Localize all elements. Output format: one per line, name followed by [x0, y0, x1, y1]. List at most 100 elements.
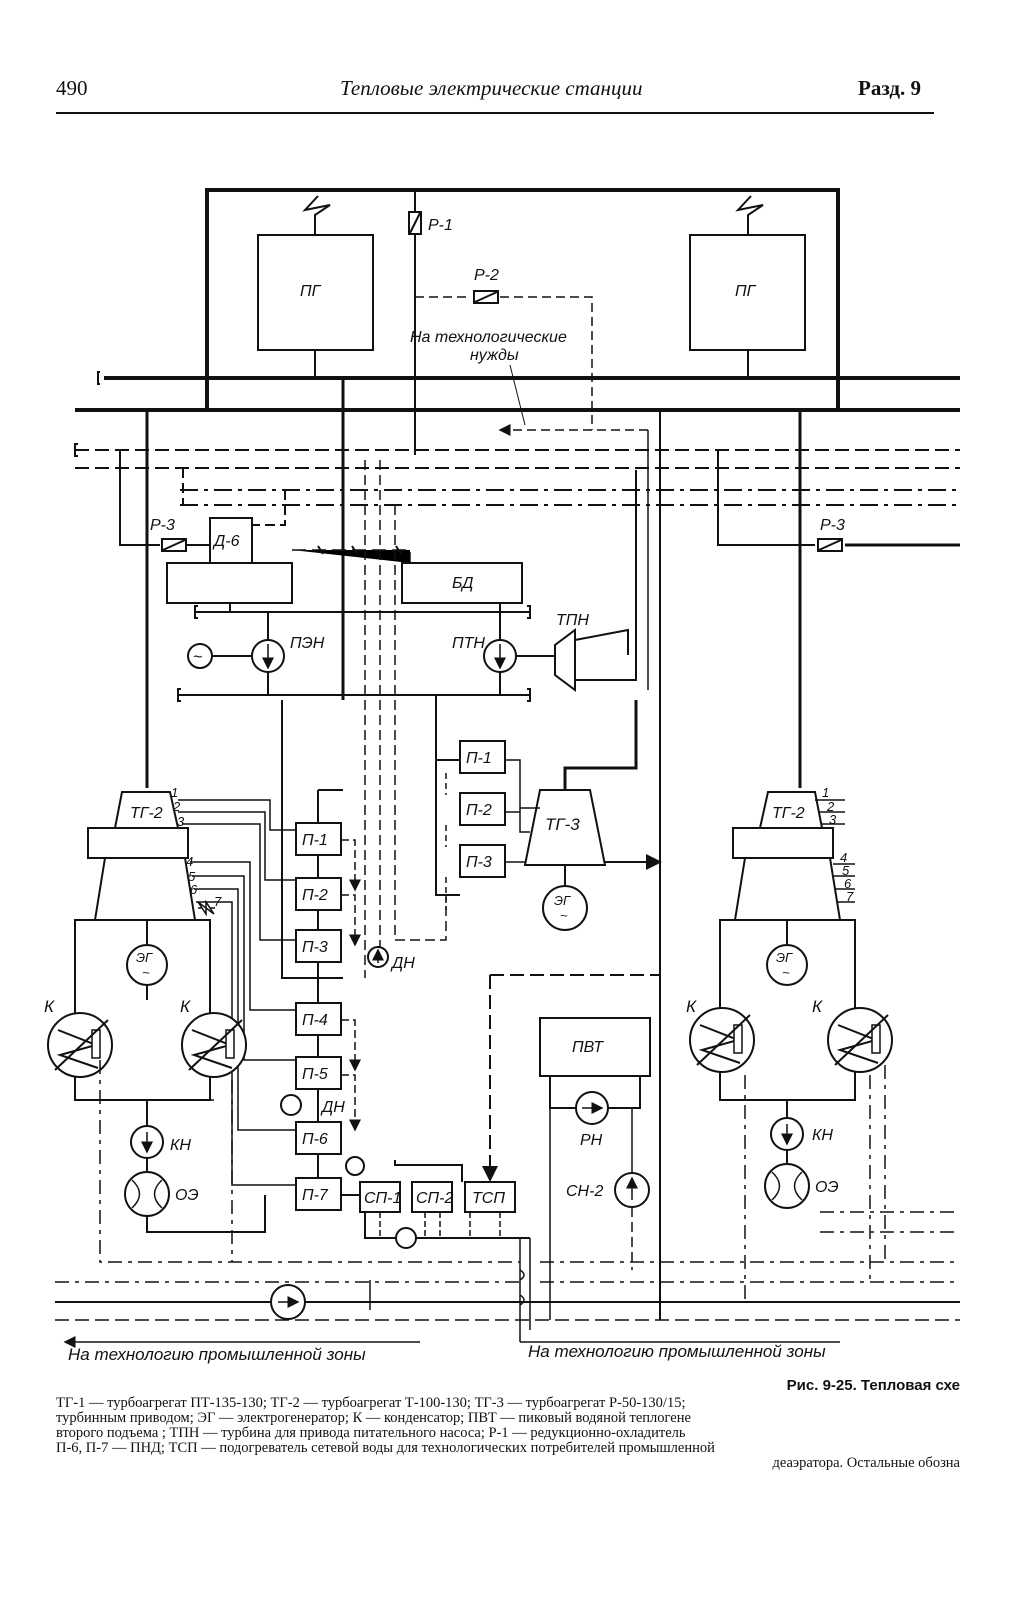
r3-left-label: Р-3	[150, 517, 175, 534]
eg-left-label: ЭГ	[136, 950, 153, 965]
p3-label-right: П-3	[466, 854, 492, 871]
k-left-a-label: К	[44, 997, 55, 1016]
heater-p4	[295, 1002, 342, 1036]
condensate-pump-left: КН ОЭ	[80, 1060, 520, 1263]
drain-pump-dn: ДН	[364, 460, 447, 978]
heater-stack: П-1 П-2 П-3 П-4 П-5 П-6 П-7 ДН	[280, 789, 365, 1211]
pen-label: ПЭН	[290, 635, 325, 652]
p4-label: П-4	[302, 1012, 328, 1029]
r1-label: Р-1	[428, 217, 453, 234]
dn-lower-label: ДН	[320, 1099, 345, 1116]
figure-caption: Рис. 9-25. Тепловая схе ТГ-1 — турбоагре…	[56, 1378, 960, 1471]
eg-right-label: ЭГ	[776, 950, 793, 965]
bottom-distribution	[55, 1238, 960, 1348]
zone-left-label: На технологию промышленной зоны	[68, 1345, 366, 1364]
condenser-left-a: К	[44, 997, 113, 1078]
eg-right-tilde: ~	[782, 965, 790, 980]
header-rule	[56, 112, 934, 114]
p2-label-left: П-2	[302, 887, 328, 904]
tap-1: 1	[171, 785, 178, 800]
bd-label: БД	[452, 575, 473, 592]
p2-label-right: П-2	[466, 802, 492, 819]
extraction-lines-left	[178, 799, 296, 1186]
reducer-r1: Р-1	[408, 190, 453, 455]
reducer-r2: Р-2	[415, 267, 593, 430]
deaerator-bd: БД	[401, 562, 523, 604]
section-label: Разд. 9	[858, 76, 922, 100]
r2-label: Р-2	[474, 267, 499, 284]
running-title: Тепловые электрические станции	[340, 76, 643, 100]
caption-line-1: ТГ-1 — турбоагрегат ПТ-135-130; ТГ-2 — т…	[56, 1396, 686, 1411]
tap-3: 3	[177, 814, 185, 829]
pg-right-label: ПГ	[735, 283, 757, 300]
motor-tilde: ~	[193, 649, 202, 666]
pg-left-label: ПГ	[300, 283, 322, 300]
tech-needs-line2: нужды	[470, 347, 519, 364]
tap-4: 4	[186, 854, 193, 869]
tap-r1: 1	[822, 785, 829, 800]
steam-generator-left: ПГ	[257, 195, 374, 351]
p5-label: П-5	[302, 1066, 328, 1083]
tap-r7: 7	[846, 889, 854, 904]
k-right-b-label: К	[812, 997, 823, 1016]
sp2-label: СП-2	[416, 1190, 453, 1207]
tap-r3: 3	[829, 812, 837, 827]
steam-generator-right: ПГ	[689, 195, 806, 351]
tsp-label: ТСП	[472, 1190, 505, 1207]
tap-r5: 5	[842, 863, 850, 878]
condenser-right-b: К	[812, 997, 893, 1073]
tech-needs-line1: На технологические	[410, 329, 567, 346]
eg-tg3-tilde: ~	[560, 908, 568, 923]
heater-p3	[295, 929, 342, 963]
page-number: 490	[56, 76, 88, 100]
caption-line-2: турбинным приводом; ЭГ — электрогенерато…	[56, 1411, 691, 1426]
zone-right-label: На технологию промышленной зоны	[528, 1342, 826, 1361]
tap-r6: 6	[844, 876, 852, 891]
tpn-label: ТПН	[556, 612, 589, 629]
eg-left-tilde: ~	[142, 965, 150, 980]
heater-p2	[295, 877, 342, 911]
pvt-label: ПВТ	[572, 1039, 604, 1056]
condenser-right-a: К	[686, 997, 755, 1073]
tg3-label: ТГ-3	[545, 815, 580, 834]
ptn-label: ПТН	[452, 635, 485, 652]
condenser-left-b: К	[180, 997, 247, 1078]
turbine-tg2-right: ТГ-2 ЭГ ~ 1 2 3 4 5 6 7	[719, 785, 856, 1101]
tg2-left-label: ТГ-2	[130, 805, 163, 822]
steam-mains	[75, 188, 960, 788]
dashed-headers	[74, 443, 960, 547]
p3-label-left: П-3	[302, 939, 328, 956]
tech-needs-callout: На технологические нужды	[410, 329, 648, 436]
caption-title: Рис. 9-25. Тепловая схе	[786, 1377, 960, 1394]
condensate-pump-right: КН ОЭ	[722, 1065, 960, 1300]
reducer-r3-right: Р-3	[817, 517, 845, 552]
feed-water-lines	[177, 603, 531, 979]
turbine-tg3: П-1 П-2 П-3 ТГ-3 ЭГ ~	[445, 700, 662, 931]
tap-r4: 4	[840, 850, 847, 865]
p6-label: П-6	[302, 1131, 328, 1148]
turbine-tg2-left: ТГ-2 ЭГ ~ 1 2 3 4 5 6 7	[74, 785, 222, 1101]
d6-label: Д-6	[212, 533, 240, 550]
tg2-right-label: ТГ-2	[772, 805, 805, 822]
heater-p7	[295, 1177, 342, 1211]
caption-line-3: второго подъема ; ТПН — турбина для прив…	[56, 1426, 686, 1441]
process-lines	[394, 410, 661, 1320]
sn2-label: СН-2	[566, 1183, 603, 1200]
k-right-a-label: К	[686, 997, 697, 1016]
tap-r2: 2	[826, 799, 835, 814]
rn-label: РН	[580, 1132, 603, 1149]
dn-upper-label: ДН	[390, 955, 415, 972]
deaerator-d6: Д-6	[166, 517, 411, 604]
k-left-b-label: К	[180, 997, 191, 1016]
heater-p6	[295, 1121, 342, 1155]
oe-left-label: ОЭ	[175, 1187, 199, 1204]
heater-p1	[295, 822, 342, 856]
pump-ptn: ПТН ТПН	[452, 470, 637, 692]
p1-label-right: П-1	[466, 750, 492, 767]
heater-p5	[295, 1056, 342, 1090]
pump-pen: ~ ПЭН	[187, 635, 325, 673]
caption-line-4: П-6, П-7 — ПНД; ТСП — подогреватель сете…	[56, 1441, 715, 1456]
kn-right-label: КН	[812, 1127, 833, 1144]
thermal-scheme-diagram: ПГ ПГ Р-1 Р-2 На технологические нужды	[44, 188, 960, 1364]
tap-2: 2	[172, 799, 181, 814]
